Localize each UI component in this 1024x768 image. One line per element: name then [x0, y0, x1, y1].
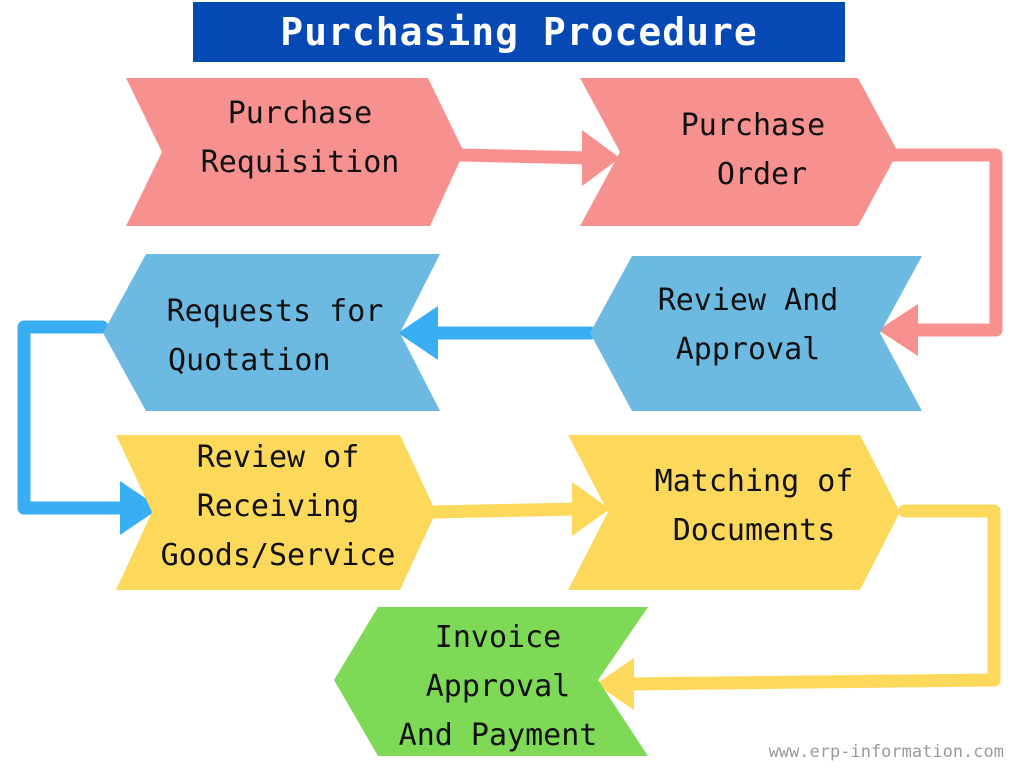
step-label-line: Requisition — [200, 145, 400, 180]
arrow-review-to-quotation — [398, 306, 597, 360]
step-label-line: Purchase — [227, 96, 373, 131]
connectors — [17, 130, 1003, 710]
arrow-matching-to-invoice — [596, 504, 1001, 710]
step-label-line: Quotation — [168, 343, 331, 378]
arrow-receiving-to-matching — [425, 482, 610, 536]
step-label-invoice-approval: Invoice Approval And Payment — [376, 613, 620, 760]
arrow-quotation-to-receiving — [17, 320, 160, 535]
step-label-matching-of-documents: Matching of Documents — [624, 457, 884, 555]
step-label-line: Purchase — [680, 108, 826, 143]
step-label-line: And Payment — [398, 718, 598, 753]
step-label-line: Matching of — [654, 464, 854, 499]
step-shapes — [103, 78, 922, 756]
step-label-line: Requests for — [166, 294, 384, 329]
shape-review-of-receiving — [116, 435, 436, 590]
step-label-line: Order — [716, 157, 808, 192]
step-label-review-and-approval: Review And Approval — [628, 276, 868, 374]
step-label-purchase-requisition: Purchase Requisition — [170, 89, 430, 187]
step-label-line: Approval — [675, 332, 821, 367]
step-label-line: Review of — [196, 440, 360, 475]
step-label-line: Goods/Service — [160, 538, 396, 573]
shape-purchase-requisition — [126, 78, 464, 226]
shape-requests-for-quotation — [103, 254, 440, 411]
step-label-line: Review And — [657, 283, 839, 318]
title-banner: Purchasing Procedure — [193, 2, 845, 62]
shape-purchase-order — [580, 78, 898, 226]
step-label-line: Documents — [672, 513, 836, 548]
step-label-purchase-order: Purchase Order — [633, 101, 873, 199]
arrow-requisition-to-order — [455, 130, 620, 186]
arrow-order-to-review — [878, 148, 1003, 356]
diagram-title: Purchasing Procedure — [280, 10, 758, 54]
step-label-review-of-receiving: Review of Receiving Goods/Service — [136, 433, 420, 580]
step-label-line: Approval — [425, 669, 571, 704]
shape-review-and-approval — [590, 256, 922, 411]
step-label-line: Receiving — [196, 489, 360, 524]
shape-matching-of-documents — [568, 435, 900, 590]
step-label-line: Invoice — [434, 620, 562, 655]
source-url: www.erp-information.com — [768, 742, 1004, 762]
shape-invoice-approval — [334, 607, 648, 756]
step-label-requests-for-quotation: Requests for Quotation — [140, 287, 410, 385]
